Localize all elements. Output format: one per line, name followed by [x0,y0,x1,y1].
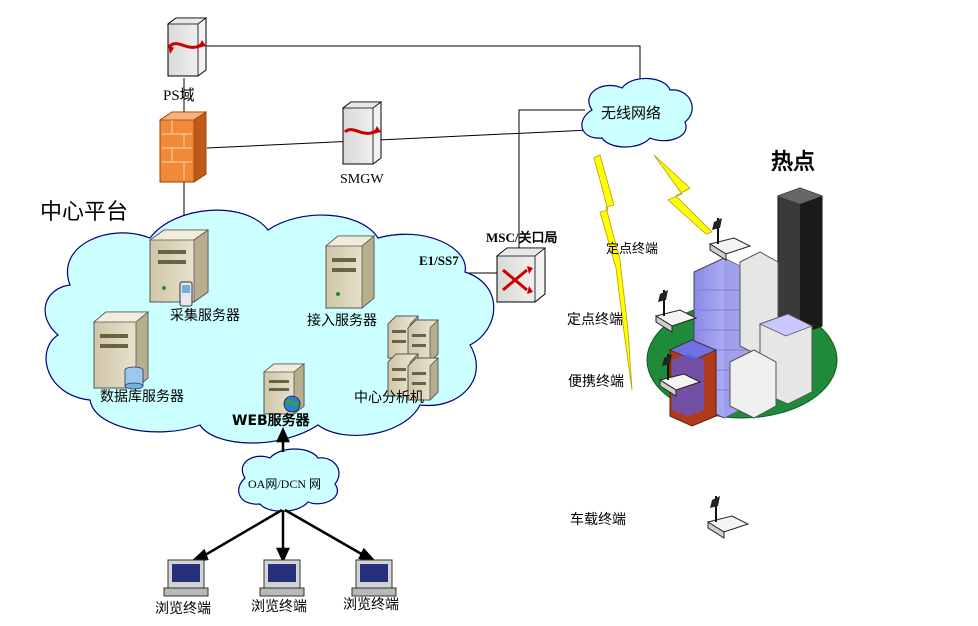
fixed-terminal-2-label: 定点终端 [567,312,623,328]
e1-ss7-label: E1/SS7 [419,253,459,268]
analysis-machine-icon [387,315,439,401]
browser-terminal-1-label: 浏览终端 [155,601,211,617]
ps-router-icon [166,17,208,77]
lightning-bolt-2 [653,154,713,235]
wireless-network-label: 无线网络 [601,104,662,122]
access-server-label: 接入服务器 [307,313,377,329]
oa-dcn-cloud [238,448,340,512]
smgw-label: SMGW [340,172,384,187]
oa-dcn-label: OA网/DCN 网 [248,477,322,491]
portable-terminal-label: 便携终端 [568,374,624,390]
vehicle-terminal-label: 车载终端 [570,512,626,528]
msc-label: MSC/关口局 [486,230,558,245]
vehicle-terminal-icon [706,496,750,539]
collection-server-icon [148,229,210,307]
firewall-to-wireless-line [206,129,591,149]
fixed-terminal-2-icon [654,290,698,333]
smgw-router-icon [341,101,383,165]
lightning-bolts [593,154,713,391]
collection-server-label: 采集服务器 [170,308,240,324]
firewall-icon [158,111,208,183]
browser-pc-3-icon [351,559,397,597]
analysis-machine-label: 中心分析机 [354,390,424,406]
ps-to-wireless-line [205,45,641,90]
fixed-terminal-1-label: 定点终端 [606,242,659,257]
browser-links [187,426,377,565]
browser-terminal-2-label: 浏览终端 [251,599,307,615]
browser-pc-1-icon [163,559,209,597]
browser-terminal-3-label: 浏览终端 [343,597,399,613]
wireless-cloud [581,77,693,148]
msc-to-wireless-line [518,109,585,250]
msc-switch-icon [495,247,547,303]
ps-domain-label: PS域 [163,88,195,104]
access-server-icon [324,235,376,309]
database-server-label: 数据库服务器 [100,389,184,405]
fixed-terminal-1-icon [708,218,752,261]
portable-terminal-icon [658,354,702,397]
center-platform-label: 中心平台 [40,200,129,225]
database-server-icon [92,311,150,390]
browser-pc-2-icon [259,559,305,597]
hotspot-label: 热点 [771,150,816,175]
web-server-icon [262,363,306,415]
web-server-label: WEB服务器 [232,413,310,429]
lightning-bolt-1 [593,154,633,391]
